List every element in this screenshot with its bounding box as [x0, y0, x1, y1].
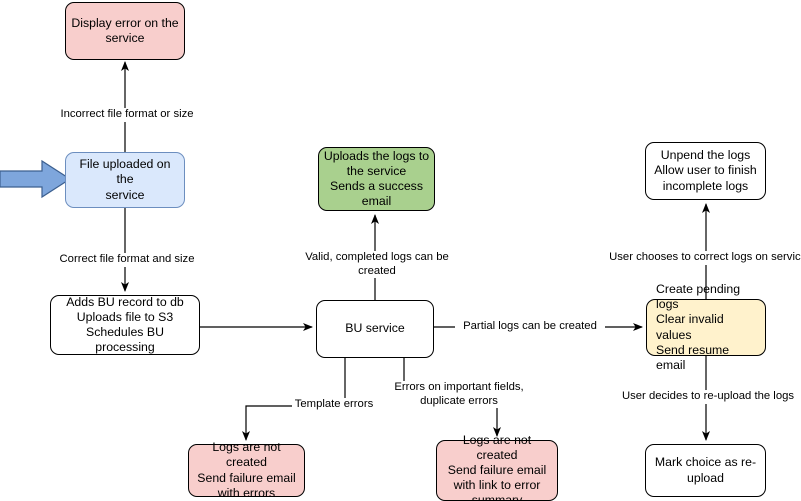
edge-label-correct-format: Correct file format and size	[57, 253, 197, 267]
node-file-uploaded[interactable]: File uploaded on the service	[65, 152, 185, 208]
edge-label-important-fields: Errors on important fields, duplicate er…	[392, 381, 526, 409]
edge-label-incorrect-format: Incorrect file format or size	[57, 108, 197, 122]
node-mark-choice-reupload[interactable]: Mark choice as re- upload	[645, 444, 766, 497]
node-bu-service[interactable]: BU service	[316, 300, 434, 358]
node-adds-bu-record[interactable]: Adds BU record to db Uploads file to S3 …	[50, 295, 200, 355]
entry-block-arrow-icon	[0, 159, 72, 199]
node-logs-not-created-summary[interactable]: Logs are not created Send failure email …	[436, 433, 558, 501]
node-display-error[interactable]: Display error on the service	[65, 2, 185, 60]
node-logs-not-created-errors[interactable]: Logs are not created Send failure email …	[188, 440, 305, 500]
edge-label-partial-logs: Partial logs can be created	[455, 320, 605, 334]
node-create-pending-logs[interactable]: Create pending logs Clear invalid values…	[646, 282, 766, 372]
edge-label-user-corrects: User chooses to correct logs on service	[607, 251, 801, 265]
edge-label-template-errors: Template errors	[292, 398, 376, 412]
node-uploads-logs[interactable]: Uploads the logs to the service Sends a …	[318, 147, 435, 211]
node-unpend-logs[interactable]: Unpend the logs Allow user to finish inc…	[645, 142, 766, 200]
edge-label-valid-completed: Valid, completed logs can be created	[283, 251, 471, 279]
edge-label-user-reupload: User decides to re-upload the logs	[618, 390, 798, 404]
